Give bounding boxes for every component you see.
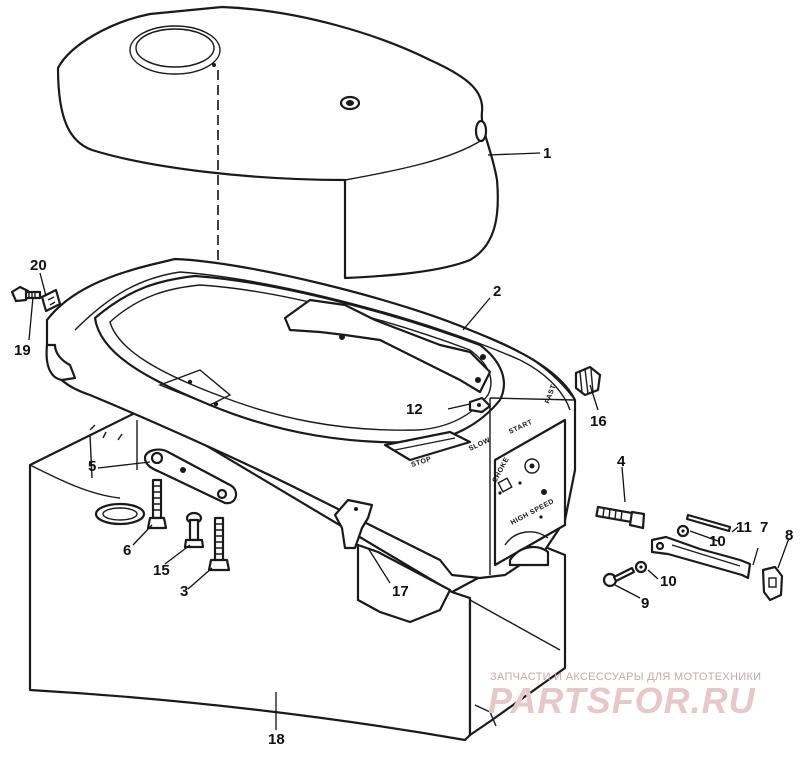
callout-1: 1: [543, 145, 551, 162]
clip-part-12: [468, 396, 492, 414]
rivet-part-9: [602, 566, 636, 588]
callout-3: 3: [180, 583, 188, 600]
callout-15: 15: [153, 562, 170, 579]
clip-part-8: [761, 565, 784, 602]
callout-12: 12: [406, 401, 423, 418]
callout-6: 6: [123, 542, 131, 559]
leader-lines: [28, 152, 790, 730]
callout-7: 7: [760, 519, 768, 536]
clip-part-20: [40, 288, 62, 313]
callout-10b: 10: [660, 573, 677, 590]
pin-part-11: [685, 513, 732, 533]
bolt-part-3: [207, 516, 231, 572]
motor-housing-part-2: CHOKE HIGH SPEED SLOW START FAST STOP: [45, 257, 577, 580]
washer-part-10b: [634, 560, 648, 574]
bracket-part-17: [333, 498, 452, 624]
watermark-tagline: ЗАПЧАСТИ И АКСЕССУАРЫ ДЛЯ МОТОТЕХНИКИ: [490, 671, 762, 683]
callout-18: 18: [268, 731, 285, 748]
bolt-part-6: [146, 478, 168, 530]
callout-11: 11: [736, 519, 752, 536]
callout-2: 2: [493, 283, 501, 300]
throttle-link-part-5: [143, 448, 238, 505]
knob-part-16: [574, 365, 602, 397]
callout-19: 19: [14, 342, 31, 359]
watermark-brand: PARTSFOR.RU: [488, 680, 756, 721]
callout-9: 9: [641, 595, 649, 612]
callout-5: 5: [88, 458, 96, 475]
screw-part-4: [595, 505, 646, 530]
callout-16: 16: [590, 413, 607, 430]
callout-17: 17: [392, 583, 409, 600]
screw-part-19: [10, 285, 42, 303]
throttle-arm-part-7: [650, 535, 752, 580]
callout-20: 20: [30, 257, 47, 274]
washer-part-10a: [676, 524, 690, 538]
engine-cover-part-1: [56, 5, 499, 280]
callout-10a: 10: [709, 533, 726, 550]
callout-8: 8: [785, 527, 793, 544]
callout-4: 4: [617, 453, 626, 470]
callout-labels: 1 2 3 4 5 6 7 8 9 10 10 11 12 15 16 17 1…: [14, 145, 793, 748]
